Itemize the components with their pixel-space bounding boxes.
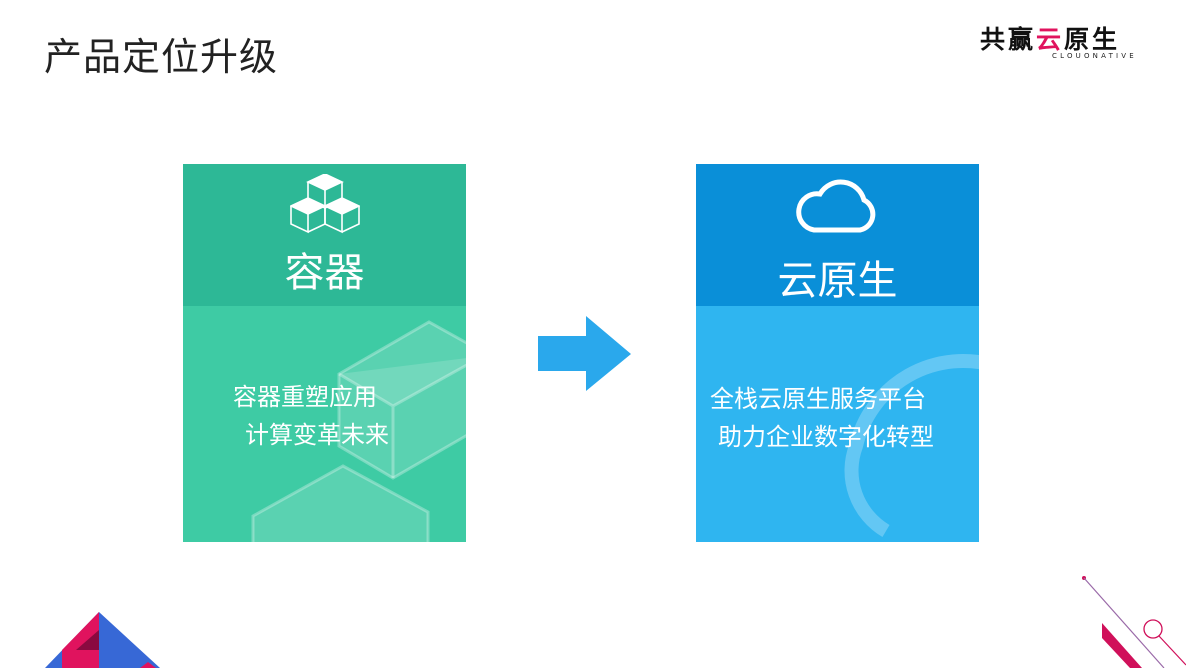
card-heading: 容器: [284, 250, 365, 296]
cubes-icon: [290, 174, 360, 234]
container-card: 容器 容器重塑应用 计算变革未来: [183, 164, 466, 542]
brand-logo: 共赢云原生 CLOUONATIVE: [980, 25, 1137, 61]
cloud-background-icon: [844, 353, 979, 538]
card-heading: 云原生: [777, 258, 898, 304]
corner-decoration-right: [1082, 576, 1186, 668]
card-description-line: 容器重塑应用: [233, 383, 377, 411]
corner-decoration-left: [45, 612, 160, 668]
arrow-right-icon: [538, 316, 631, 391]
slide-title: 产品定位升级: [44, 35, 279, 79]
card-description-line: 助力企业数字化转型: [718, 423, 934, 451]
card-description-line: 全栈云原生服务平台: [710, 385, 926, 413]
card-description-line: 计算变革未来: [245, 421, 389, 449]
logo-subtitle: CLOUONATIVE: [1052, 52, 1137, 60]
cloud-native-card: 云原生 全栈云原生服务平台 助力企业数字化转型: [696, 164, 979, 542]
cloud-icon: [796, 179, 876, 233]
cube-background-icon: [251, 320, 466, 542]
